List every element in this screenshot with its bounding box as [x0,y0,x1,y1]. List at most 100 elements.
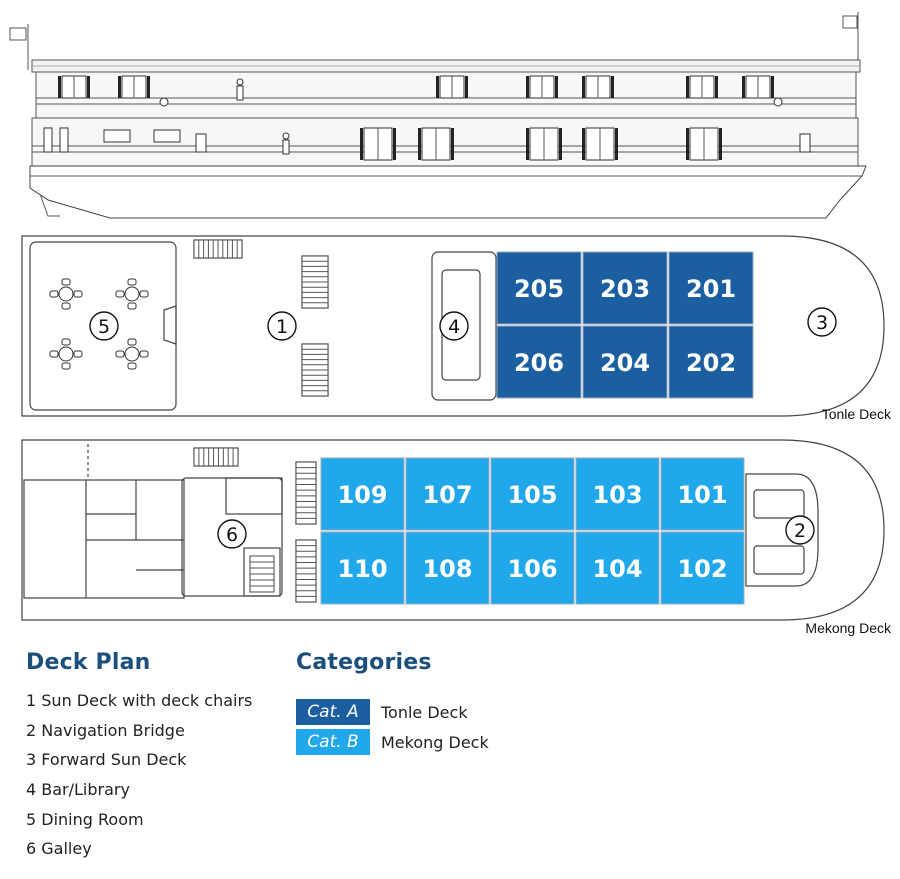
cabin-205: 205 [496,251,582,325]
window [742,75,774,99]
cabin-number: 102 [677,555,727,583]
cabin-number: 105 [507,481,557,509]
cabin-203: 203 [582,251,668,325]
cabin-107: 107 [405,457,490,531]
window [526,75,558,99]
deck-plan-title: Deck Plan [26,650,151,675]
cabin-number: 203 [600,275,650,303]
table-with-chairs [49,338,83,370]
category-b-swatch: Cat. B [296,729,370,755]
table-with-chairs [115,338,149,370]
cabin-104: 104 [575,531,660,605]
door [59,127,69,153]
cabin-204: 204 [582,325,668,399]
cabin-201: 201 [668,251,754,325]
cabin-103: 103 [575,457,660,531]
category-row: Cat. B Mekong Deck [296,727,596,757]
stair-flight [249,555,275,593]
marker-6: 6 [217,519,247,549]
cabin-109: 109 [320,457,405,531]
cabin-number: 206 [514,349,564,377]
stair-flight [301,343,329,397]
marker-3: 3 [807,307,837,337]
stair-flight [193,239,243,259]
cabin-block [405,531,490,605]
cabin-block [490,457,575,531]
porthole [159,97,169,107]
categories-title: Categories [296,650,432,675]
cabin-number: 204 [600,349,650,377]
list-item: 6 Galley [26,839,92,859]
cabin-block [575,531,660,605]
marker-5: 5 [89,311,119,341]
person-figure [236,78,244,101]
table-with-chairs [115,278,149,310]
svg-text:5: 5 [98,316,110,338]
cabin-108: 108 [405,531,490,605]
cabin-106: 106 [490,531,575,605]
category-b-label: Mekong Deck [381,732,489,752]
stair-flight [301,255,329,309]
cabin-number: 107 [422,481,472,509]
cabin-block [496,251,582,325]
window [360,127,396,161]
cabin-101: 101 [660,457,745,531]
cabin-block [660,531,745,605]
cabin-number: 101 [677,481,727,509]
categories-legend: Categories Cat. A Tonle Deck Cat. B Meko… [296,650,596,757]
ship-side-elevation [9,12,867,219]
cabin-number: 106 [507,555,557,583]
stair-flight [295,461,317,525]
list-item: 3 Forward Sun Deck [26,750,187,770]
svg-text:6: 6 [226,524,238,546]
cabin-block [575,457,660,531]
window [153,129,181,143]
side-windows [43,75,811,161]
window [418,127,454,161]
marker-1: 1 [267,311,297,341]
cabin-block [582,325,668,399]
window [582,75,614,99]
person-figure [282,132,290,155]
deck-plan-legend: Deck Plan 1 Sun Deck with deck chairs 2 … [26,650,286,869]
list-item: 5 Dining Room [26,809,144,829]
cabin-block [405,457,490,531]
category-a-swatch: Cat. A [296,699,370,725]
window [526,127,562,161]
cabin-block [668,251,754,325]
cabin-number: 104 [592,555,642,583]
cabin-102: 102 [660,531,745,605]
door [43,127,53,153]
list-item: 4 Bar/Library [26,780,130,800]
window [436,75,468,99]
cabin-block [660,457,745,531]
marker-2: 2 [785,515,815,545]
cabin-block [320,531,405,605]
cabin-number: 103 [592,481,642,509]
category-a-label: Tonle Deck [381,702,468,722]
cabin-110: 110 [320,531,405,605]
marker-4: 4 [439,311,469,341]
cabin-block [490,531,575,605]
window [103,129,131,143]
porthole [773,97,783,107]
cabin-number: 201 [686,275,736,303]
cabin-number: 109 [337,481,387,509]
cabin-number: 108 [422,555,472,583]
cabin-206: 206 [496,325,582,399]
svg-text:3: 3 [816,312,828,334]
list-item: 2 Navigation Bridge [26,720,185,740]
stairs [193,239,329,397]
stair-flight [193,447,239,467]
window [58,75,90,99]
mekong-deck-label: Mekong Deck [805,620,892,636]
cabin-block [668,325,754,399]
window [118,75,150,99]
window [582,127,618,161]
cabin-number: 110 [337,555,387,583]
cabin-block [496,325,582,399]
svg-text:1: 1 [276,316,288,338]
deck-plan-list: 1 Sun Deck with deck chairs 2 Navigation… [26,691,286,869]
